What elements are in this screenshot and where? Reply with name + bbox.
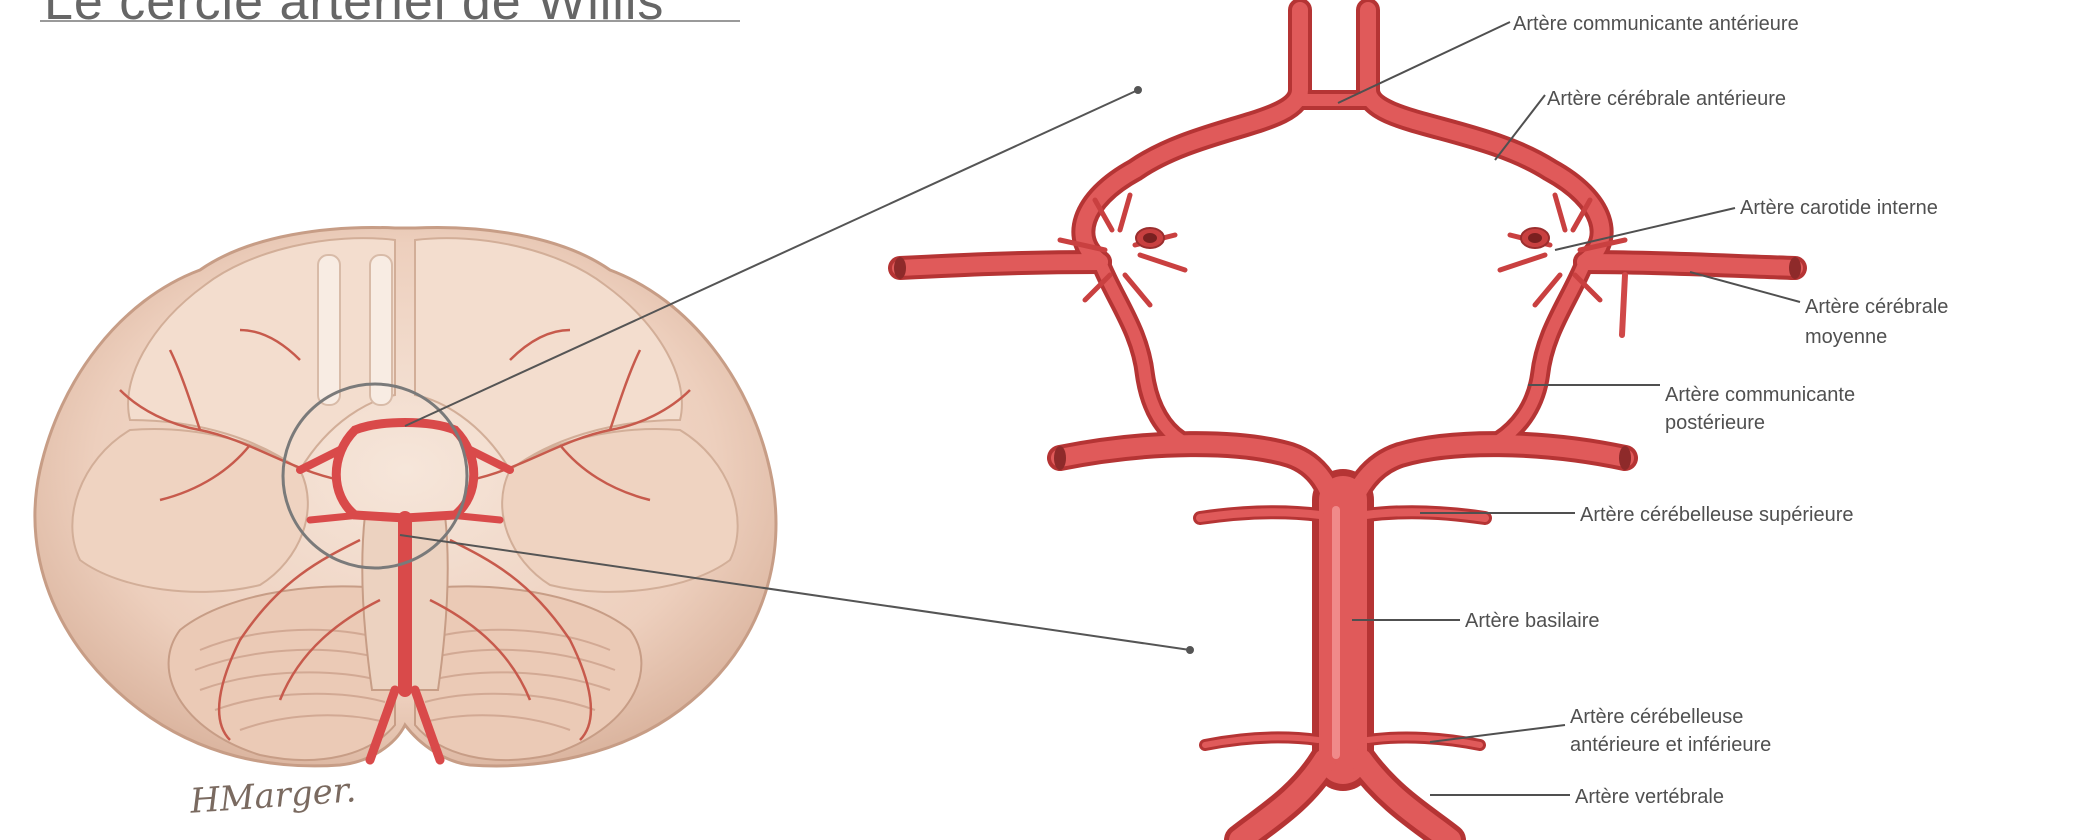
label-middle-cerebral-artery-line1: Artère cérébrale <box>1805 292 1948 322</box>
label-aica-line2: antérieure et inférieure <box>1570 730 1771 760</box>
label-middle-cerebral-artery-line2: moyenne <box>1805 322 1887 352</box>
left-olfactory-tract <box>318 255 340 405</box>
label-posterior-communicating-artery-line2: postérieure <box>1665 408 1765 438</box>
label-anterior-communicating-artery: Artère communicante antérieure <box>1513 9 1799 39</box>
label-superior-cerebellar-artery: Artère cérébelleuse supérieure <box>1580 500 1854 530</box>
label-internal-carotid-artery: Artère carotide interne <box>1740 193 1938 223</box>
brain-illustration <box>35 227 776 765</box>
label-aica-line1: Artère cérébelleuse <box>1570 702 1743 732</box>
label-anterior-cerebral-artery: Artère cérébrale antérieure <box>1547 84 1786 114</box>
label-vertebral-artery: Artère vertébrale <box>1575 782 1724 812</box>
vessel-cut-ends <box>894 257 1801 470</box>
right-olfactory-tract <box>370 255 392 405</box>
label-posterior-communicating-artery-line1: Artère communicante <box>1665 380 1855 410</box>
right-perforating-branch <box>1622 275 1625 335</box>
figure-title: Le cercle artériel de Willis <box>44 0 664 32</box>
label-basilar-artery: Artère basilaire <box>1465 606 1600 636</box>
title-underline <box>40 20 740 22</box>
left-temporal-lobe <box>72 429 308 592</box>
